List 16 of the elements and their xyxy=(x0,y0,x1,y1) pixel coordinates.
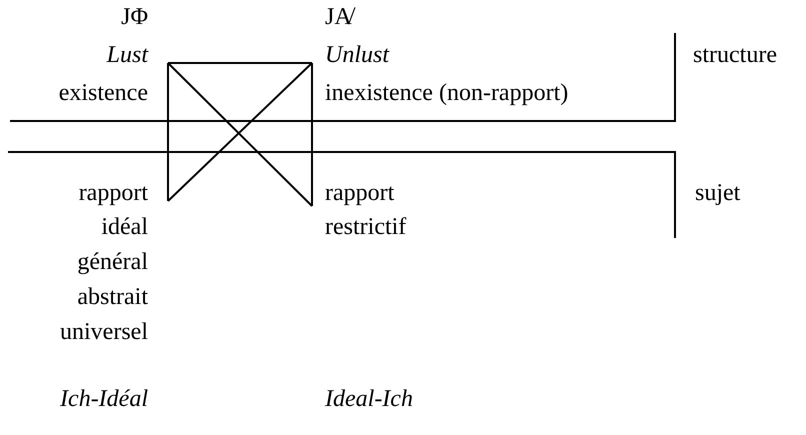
term-label: général xyxy=(77,248,148,277)
term-label: sujet xyxy=(695,179,740,208)
term-label: Ich-Idéal xyxy=(60,385,148,414)
term-label: existence xyxy=(58,79,148,108)
term-label: JΦ xyxy=(121,3,148,32)
term-label: Unlust xyxy=(325,41,390,70)
term-label: rapport xyxy=(325,179,394,208)
term-label: rapport xyxy=(78,179,148,208)
term-label: idéal xyxy=(101,213,148,242)
term-label: abstrait xyxy=(77,283,148,312)
term-label: universel xyxy=(60,318,148,347)
term-label: structure xyxy=(693,41,777,70)
term-label: Ideal-Ich xyxy=(325,385,413,414)
term-label: inexistence (non-rapport) xyxy=(325,79,568,108)
term-label: Lust xyxy=(106,41,148,70)
term-label: restrictif xyxy=(325,213,406,242)
